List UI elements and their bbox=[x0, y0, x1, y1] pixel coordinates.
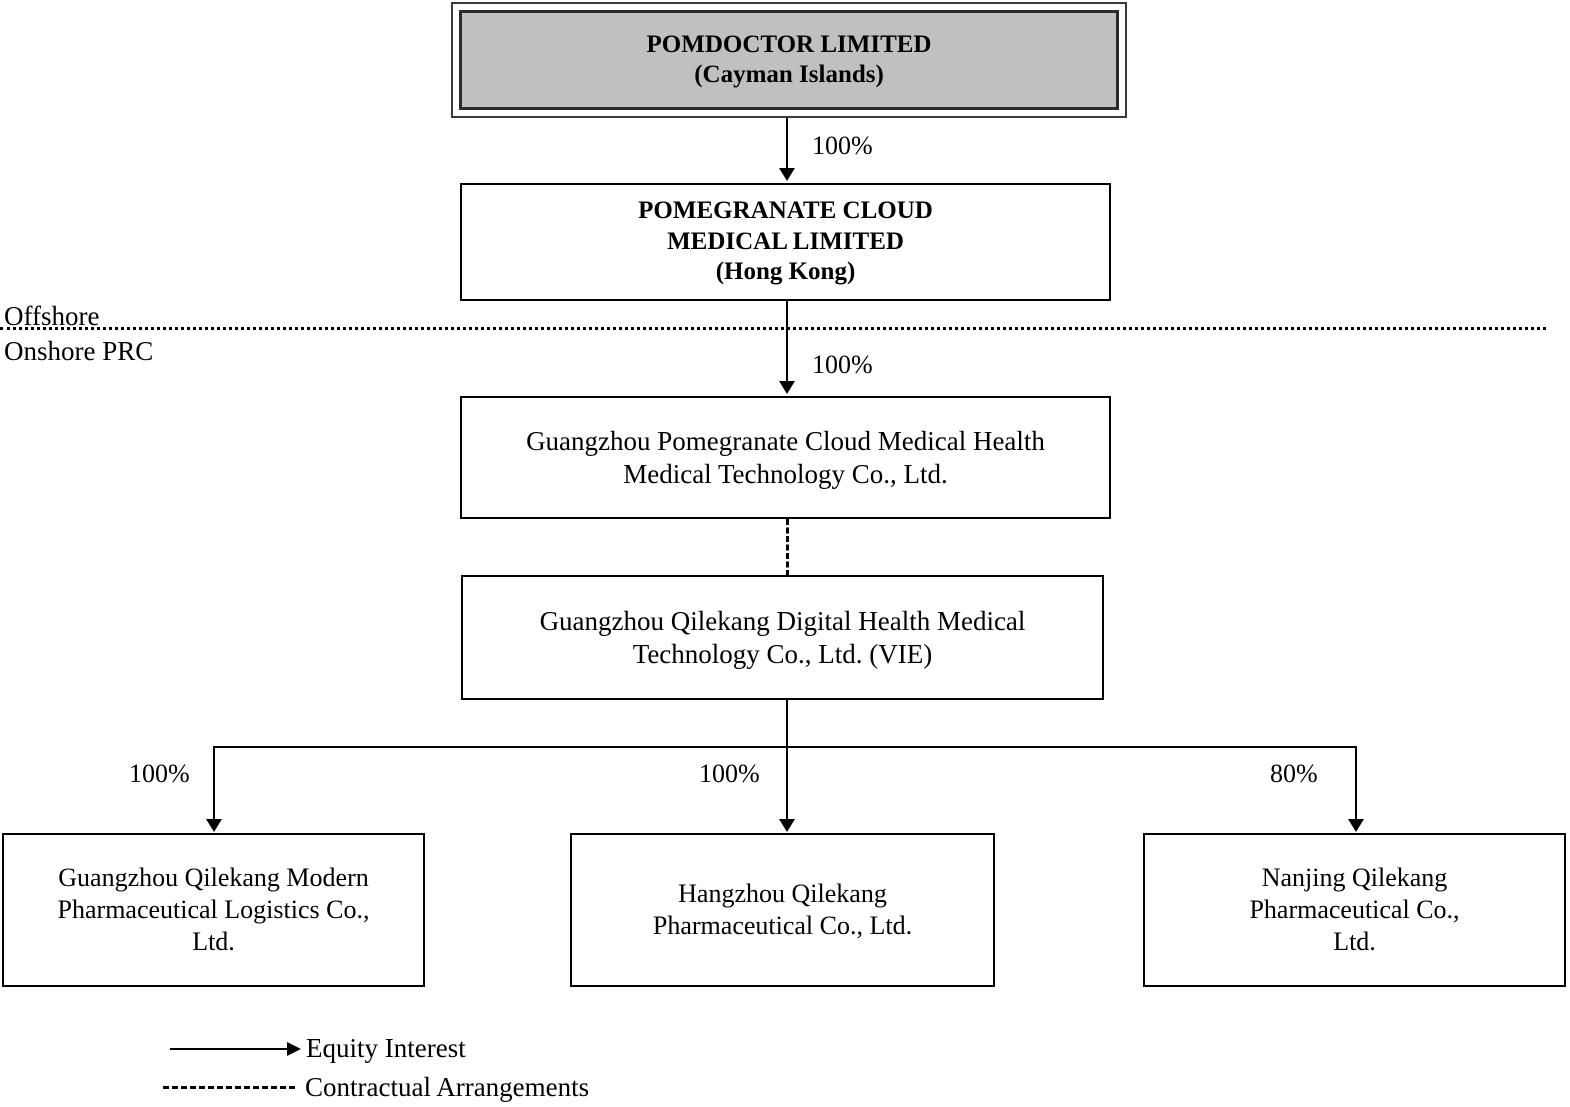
legend-item-contractual-arrangements: Contractual Arrangements bbox=[163, 1072, 589, 1103]
edge-hk-to-wfoe-line bbox=[786, 301, 788, 381]
node-guangzhou-pomegranate-wfoe-label: Guangzhou Pomegranate Cloud Medical Heal… bbox=[526, 425, 1045, 489]
edge-label-vie-to-nanjing: 80% bbox=[1270, 759, 1318, 788]
node-guangzhou-qilekang-logistics[interactable]: Guangzhou Qilekang Modern Pharmaceutical… bbox=[2, 833, 425, 987]
edge-vie-to-hangzhou-line bbox=[786, 746, 788, 819]
node-pomegranate-cloud-hk[interactable]: POMEGRANATE CLOUD MEDICAL LIMITED (Hong … bbox=[460, 183, 1111, 301]
node-guangzhou-qilekang-logistics-label: Guangzhou Qilekang Modern Pharmaceutical… bbox=[57, 863, 370, 956]
node-pomdoctor[interactable]: POMDOCTOR LIMITED (Cayman Islands) bbox=[451, 2, 1127, 118]
node-hangzhou-qilekang[interactable]: Hangzhou Qilekang Pharmaceutical Co., Lt… bbox=[570, 833, 995, 987]
offshore-label: Offshore bbox=[4, 301, 100, 331]
vie-branch-bus bbox=[213, 746, 1356, 748]
node-nanjing-qilekang[interactable]: Nanjing Qilekang Pharmaceutical Co., Ltd… bbox=[1143, 833, 1566, 987]
node-guangzhou-pomegranate-wfoe[interactable]: Guangzhou Pomegranate Cloud Medical Heal… bbox=[460, 396, 1111, 519]
edge-wfoe-to-vie-dashed-line bbox=[786, 519, 789, 576]
edge-pomdoctor-to-hk-line bbox=[786, 118, 788, 168]
edge-vie-to-hangzhou-arrowhead bbox=[779, 819, 795, 832]
legend-label-contractual-arrangements: Contractual Arrangements bbox=[305, 1072, 590, 1102]
edge-vie-to-nanjing-arrowhead bbox=[1348, 819, 1364, 832]
node-pomdoctor-inner: POMDOCTOR LIMITED (Cayman Islands) bbox=[459, 10, 1119, 110]
edge-label-vie-to-hangzhou: 100% bbox=[699, 759, 760, 788]
legend-item-equity-interest: Equity Interest bbox=[170, 1033, 466, 1064]
node-nanjing-qilekang-label: Nanjing Qilekang Pharmaceutical Co., Ltd… bbox=[1249, 863, 1460, 956]
edge-label-vie-to-logistics: 100% bbox=[129, 759, 190, 788]
contractual-dashed-icon bbox=[163, 1086, 295, 1089]
edge-pomdoctor-to-hk-arrowhead bbox=[779, 168, 795, 181]
edge-vie-to-logistics-line bbox=[213, 746, 215, 819]
edge-hk-to-wfoe-arrowhead bbox=[779, 381, 795, 394]
vie-branch-stem bbox=[786, 700, 788, 747]
edge-vie-to-logistics-arrowhead bbox=[206, 819, 222, 832]
offshore-onshore-divider-line bbox=[0, 327, 1546, 330]
legend-label-equity-interest: Equity Interest bbox=[306, 1033, 466, 1063]
edge-label-hk-to-wfoe: 100% bbox=[812, 350, 873, 379]
node-pomegranate-cloud-hk-label: POMEGRANATE CLOUD MEDICAL LIMITED (Hong … bbox=[638, 197, 933, 286]
node-guangzhou-qilekang-vie-label: Guangzhou Qilekang Digital Health Medica… bbox=[539, 605, 1026, 669]
node-guangzhou-qilekang-vie[interactable]: Guangzhou Qilekang Digital Health Medica… bbox=[461, 575, 1104, 700]
edge-label-pomdoctor-to-hk: 100% bbox=[812, 131, 873, 160]
equity-arrow-icon bbox=[170, 1041, 301, 1056]
node-pomdoctor-label: POMDOCTOR LIMITED (Cayman Islands) bbox=[646, 30, 932, 89]
onshore-prc-label: Onshore PRC bbox=[4, 336, 154, 366]
edge-vie-to-nanjing-line bbox=[1355, 746, 1357, 819]
node-hangzhou-qilekang-label: Hangzhou Qilekang Pharmaceutical Co., Lt… bbox=[652, 879, 913, 940]
